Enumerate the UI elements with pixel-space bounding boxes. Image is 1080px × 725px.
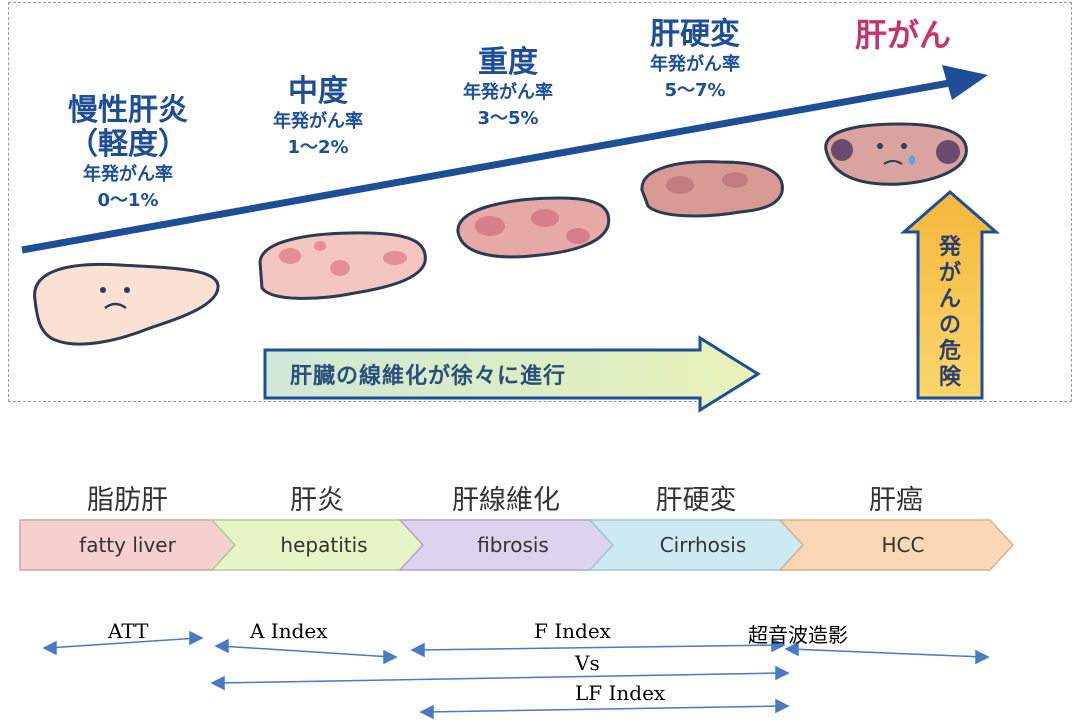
liver-normal-icon bbox=[33, 262, 220, 346]
fibrosis-progress-arrow bbox=[263, 335, 761, 413]
rate-label: 年発がん率 bbox=[463, 82, 553, 103]
rate-label: 年発がん率 bbox=[83, 164, 173, 185]
top-illustration-frame bbox=[8, 2, 1072, 402]
lf-index-range-arrow bbox=[419, 698, 790, 720]
a-index-label: A Index bbox=[250, 619, 328, 643]
ultrasound-range-arrow bbox=[784, 641, 990, 665]
ultrasound-label: 超音波造影 bbox=[748, 623, 848, 647]
vs-range-arrow bbox=[210, 665, 790, 691]
stage-jp-hepatitis: 肝炎 bbox=[290, 485, 344, 516]
rate-value: 3〜5% bbox=[477, 108, 539, 129]
stage-moderate: 中度 年発がん率 1〜2% bbox=[228, 75, 408, 161]
chevron-label-cirrhosis: Cirrhosis bbox=[659, 533, 747, 557]
liver-cancer-icon bbox=[824, 122, 968, 186]
liver-cirrhosis-icon bbox=[640, 160, 784, 218]
progression-label: 肝臓の線維化が徐々に進行 bbox=[290, 364, 567, 389]
a-index-range-arrow bbox=[214, 638, 398, 665]
stage-jp-fibrosis: 肝線維化 bbox=[452, 485, 560, 516]
stage-jp-cirrhosis: 肝硬変 bbox=[655, 485, 737, 516]
stage-jp-fatty-liver: 脂肪肝 bbox=[87, 485, 168, 516]
stage-severe: 重度 年発がん率 3〜5% bbox=[418, 46, 598, 132]
stage-title: 中度 bbox=[288, 74, 348, 109]
f-index-range-arrow bbox=[410, 637, 786, 658]
chevron-label-fatty-liver: fatty liver bbox=[79, 533, 176, 557]
risk-label: 発がんの危険 bbox=[938, 235, 961, 390]
stage-jp-hcc: 肝癌 bbox=[869, 485, 923, 516]
chevron-hcc bbox=[778, 519, 1015, 571]
liver-moderate-icon bbox=[258, 231, 427, 300]
chevron-label-hcc: HCC bbox=[881, 533, 925, 557]
stage-cirrhosis: 肝硬変 年発がん率 5〜7% bbox=[605, 18, 785, 104]
risk-trend-arrow bbox=[21, 65, 988, 254]
att-label: ATT bbox=[108, 619, 149, 643]
stage-mild: 慢性肝炎 （軽度） 年発がん率 0〜1% bbox=[28, 94, 228, 214]
rate-value: 1〜2% bbox=[287, 137, 349, 158]
stage-title: 肝硬変 bbox=[650, 17, 740, 52]
stage-title: 重度 bbox=[478, 45, 538, 80]
att-range-arrow bbox=[42, 630, 204, 656]
stage-title: 慢性肝炎 bbox=[68, 93, 188, 128]
cancer-risk-arrow bbox=[899, 190, 1001, 400]
rate-value: 5〜7% bbox=[664, 80, 726, 101]
stage-title-sub: （軽度） bbox=[68, 127, 188, 162]
lf-index-label: LF Index bbox=[575, 681, 666, 705]
chevron-label-hepatitis: hepatitis bbox=[280, 533, 368, 557]
vs-label: Vs bbox=[575, 651, 600, 675]
f-index-label: F Index bbox=[534, 619, 611, 643]
rate-label: 年発がん率 bbox=[273, 111, 363, 132]
rate-label: 年発がん率 bbox=[650, 54, 740, 75]
chevron-label-fibrosis: fibrosis bbox=[477, 533, 549, 557]
index-range-arrows bbox=[42, 630, 990, 720]
rate-value: 0〜1% bbox=[97, 190, 159, 211]
liver-severe-icon bbox=[456, 196, 611, 259]
stage-chevrons bbox=[19, 519, 1015, 571]
stage-cancer-title: 肝がん bbox=[854, 16, 951, 54]
